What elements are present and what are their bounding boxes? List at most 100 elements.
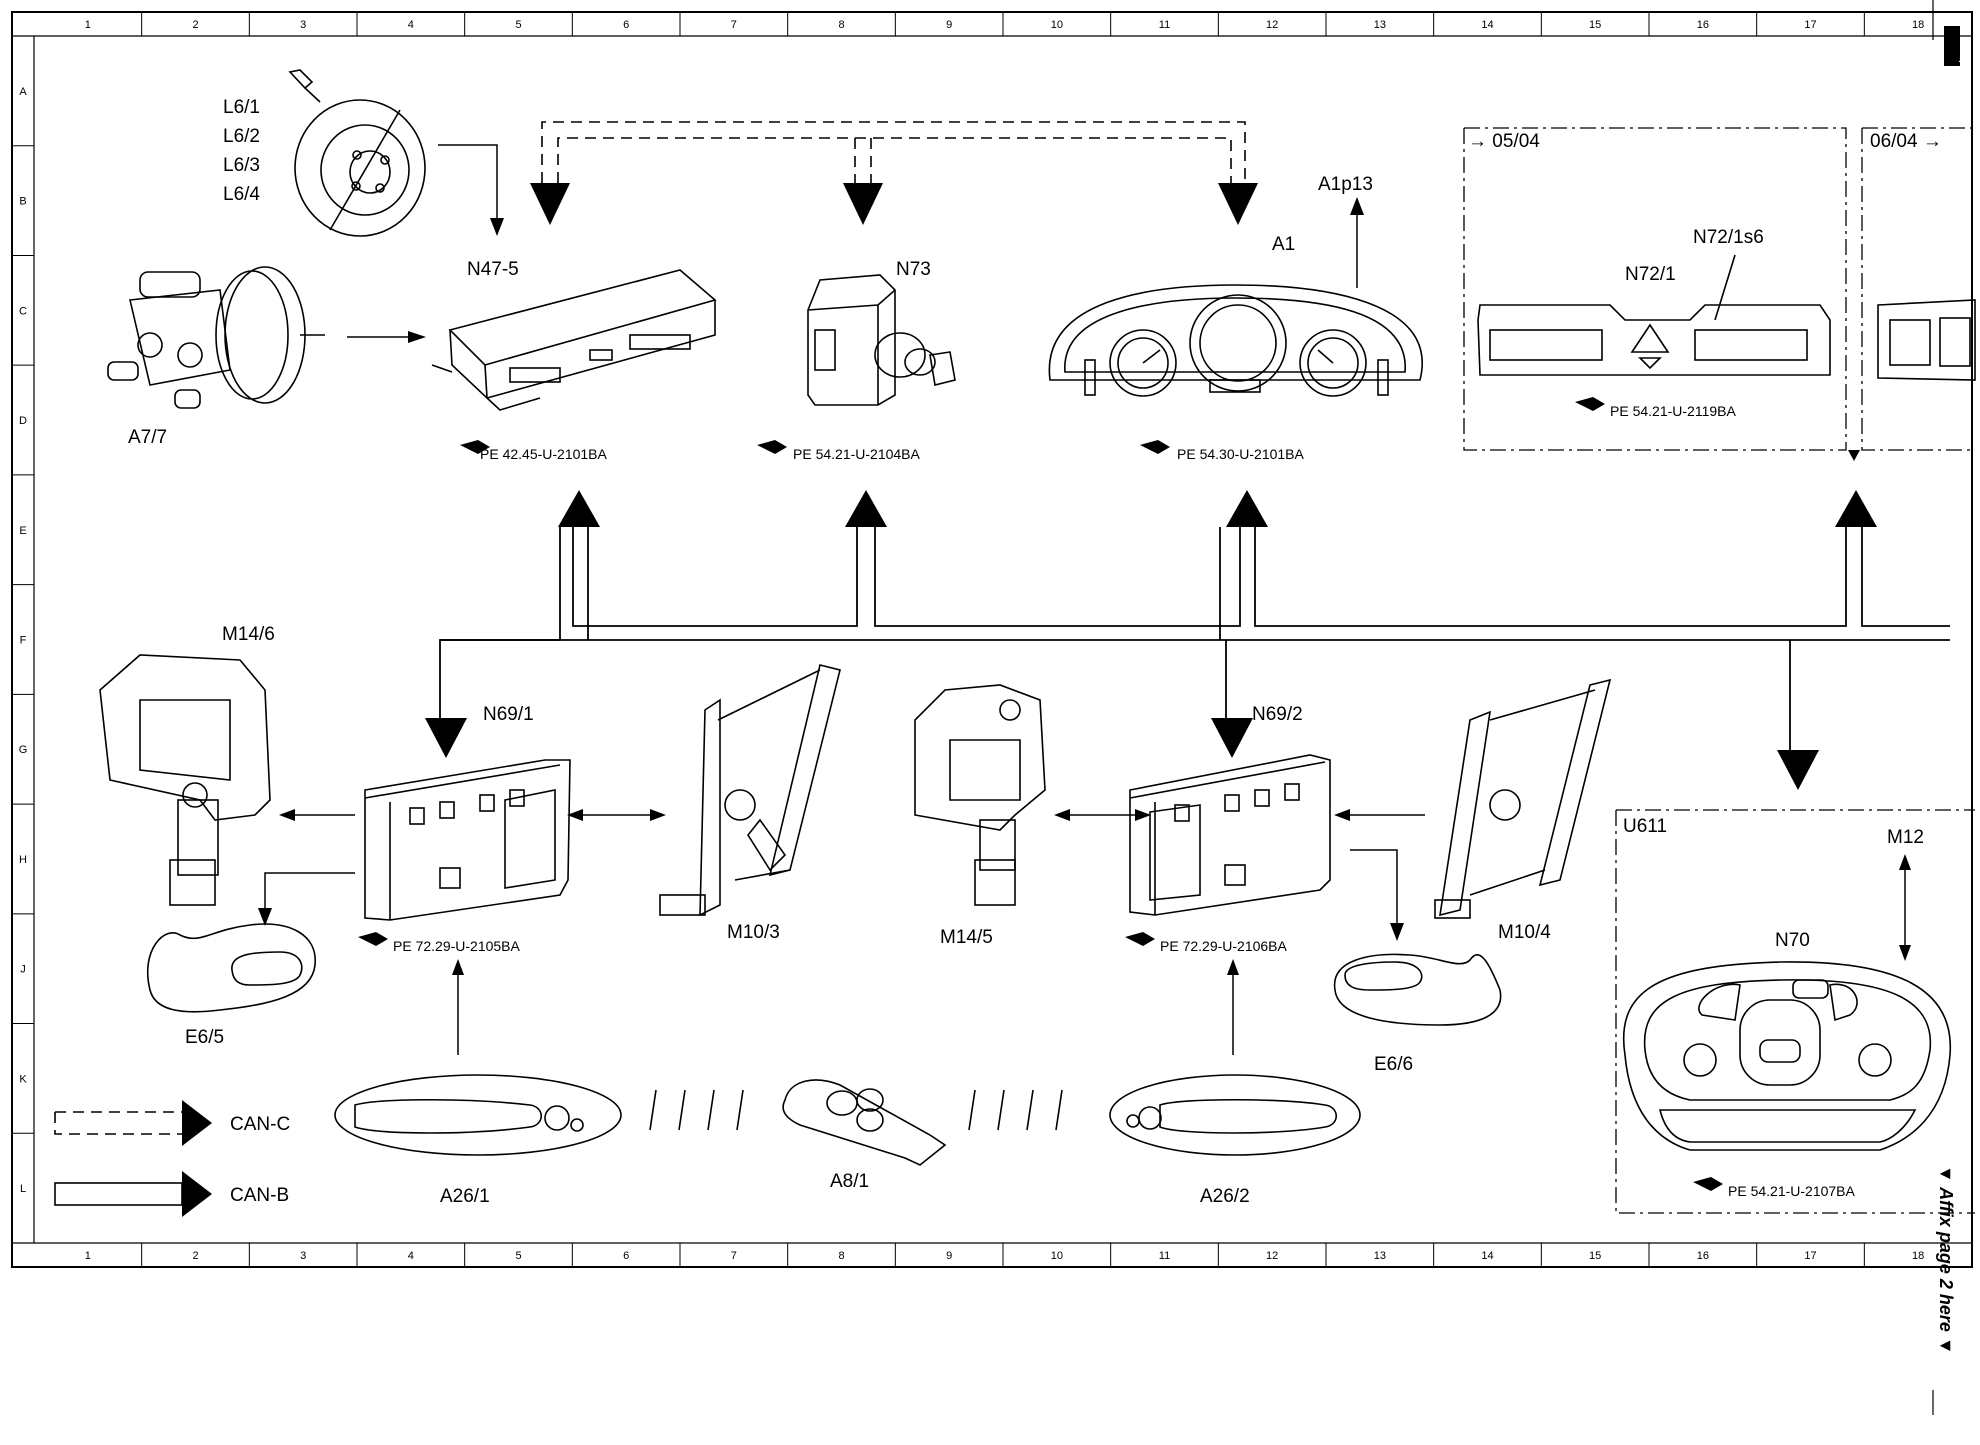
variant-boxes <box>1463 127 1975 1214</box>
reference-n47-5[interactable]: PE 42.45-U-2101BA <box>460 440 608 462</box>
can-c-bus <box>541 121 1246 183</box>
reference-pointer-icon <box>460 440 490 454</box>
label-a26-2: A26/2 <box>1200 1186 1250 1207</box>
reference-text: PE 54.30-U-2101BA <box>1177 446 1305 462</box>
grid-column-label: 2 <box>192 1250 198 1262</box>
signal-lines <box>264 144 1906 1055</box>
corner-mark-text: . <box>1958 53 1961 65</box>
label-l6-4: L6/4 <box>223 184 260 205</box>
label-n72-1: N72/1 <box>1625 264 1676 285</box>
grid-column-label: 8 <box>838 1250 844 1262</box>
grid-row-label: D <box>19 415 27 427</box>
reference-text: PE 72.29-U-2105BA <box>393 938 521 954</box>
grid-column-label: 13 <box>1374 1250 1386 1262</box>
label-m10-3: M10/3 <box>727 922 780 943</box>
reference-text: PE 54.21-U-2104BA <box>793 446 921 462</box>
can-b-bus <box>439 527 1950 750</box>
document-references: PE 42.45-U-2101BA PE 54.21-U-2104BA PE 5… <box>358 397 1856 1199</box>
grid-column-label: 15 <box>1589 1250 1601 1262</box>
reference-pointer-icon <box>757 440 787 454</box>
grid-row-label: J <box>20 964 26 976</box>
grid-row-label: B <box>19 196 26 208</box>
box-label-06-04: 06/04 → <box>1870 131 1942 152</box>
label-m14-5: M14/5 <box>940 927 993 948</box>
can-c-arrowheads <box>530 183 1258 225</box>
outside-mirror-left-drawing <box>147 923 316 1013</box>
label-m12: M12 <box>1887 827 1924 848</box>
grid-column-label: 6 <box>623 1250 629 1262</box>
can-b-arrowheads <box>425 490 1877 790</box>
door-control-unit-right-drawing <box>1129 754 1331 916</box>
reference-n70[interactable]: PE 54.21-U-2107BA <box>1693 1177 1856 1199</box>
legend-can-b-symbol <box>54 1171 212 1217</box>
reference-text: PE 54.21-U-2119BA <box>1610 403 1736 419</box>
door-handle-left-drawing <box>334 1074 622 1156</box>
grid-column-label: 10 <box>1051 19 1063 31</box>
reference-n69-1[interactable]: PE 72.29-U-2105BA <box>358 932 521 954</box>
wheel-speed-sensor-drawing <box>288 69 426 237</box>
grid-column-label: 7 <box>731 19 737 31</box>
label-n69-2: N69/2 <box>1252 704 1303 725</box>
corner-marker <box>1944 26 1960 66</box>
label-a8-1: A8/1 <box>830 1171 869 1192</box>
grid-column-label: 14 <box>1481 19 1493 31</box>
grid-row-label: F <box>20 635 27 647</box>
box-label-05-04: → 05/04 <box>1468 131 1540 152</box>
instrument-cluster-drawing <box>1048 284 1423 397</box>
transmitter-key-drawing <box>782 1079 947 1166</box>
grid-row-label: A <box>19 86 27 98</box>
grid-column-label: 5 <box>515 19 521 31</box>
label-u611: U611 <box>1623 816 1667 837</box>
grid-column-label: 2 <box>192 19 198 31</box>
reference-pointer-icon <box>1693 1177 1723 1191</box>
grid-column-label: 14 <box>1481 1250 1493 1262</box>
label-m14-6: M14/6 <box>222 624 275 645</box>
reference-n72-1[interactable]: PE 54.21-U-2119BA <box>1575 397 1736 419</box>
signal-arrowheads <box>258 197 1911 975</box>
grid-column-label: 3 <box>300 1250 306 1262</box>
reference-a1[interactable]: PE 54.30-U-2101BA <box>1140 440 1305 462</box>
grid-labels: 1122334455667788991010111112121313141415… <box>19 19 1925 1262</box>
grid-column-label: 9 <box>946 19 952 31</box>
ignition-switch-drawing <box>807 274 956 406</box>
label-n70: N70 <box>1775 930 1810 951</box>
signal-tick-marks <box>649 1089 1063 1131</box>
legend-can-b-label: CAN-B <box>230 1185 289 1206</box>
grid-column-label: 18 <box>1912 1250 1924 1262</box>
label-a1: A1 <box>1272 234 1295 255</box>
outside-mirror-right-drawing <box>1333 953 1502 1026</box>
reference-text: PE 42.45-U-2101BA <box>480 446 608 462</box>
reference-n73[interactable]: PE 54.21-U-2104BA <box>757 440 921 462</box>
grid-column-label: 5 <box>515 1250 521 1262</box>
sheet-frame <box>11 11 1973 1268</box>
grid-column-label: 11 <box>1159 1250 1170 1262</box>
locking-motor-left-drawing <box>99 654 271 906</box>
grid-row-label: H <box>19 854 27 866</box>
grid-row-label: G <box>19 744 28 756</box>
upper-control-panel-drawing <box>1477 254 1831 376</box>
label-l6-1: L6/1 <box>223 97 260 118</box>
reference-pointer-icon <box>1140 440 1170 454</box>
reference-text: PE 72.29-U-2106BA <box>1160 938 1288 954</box>
grid-column-label: 12 <box>1266 19 1278 31</box>
grid-column-label: 16 <box>1697 19 1709 31</box>
locking-motor-right-drawing <box>914 684 1046 906</box>
reference-pointer-icon <box>1575 397 1605 411</box>
brake-booster-drawing <box>107 266 325 409</box>
grid-column-label: 18 <box>1912 19 1924 31</box>
grid-column-label: 15 <box>1589 19 1601 31</box>
window-lifter-left-drawing <box>659 664 841 917</box>
grid-column-label: 10 <box>1051 1250 1063 1262</box>
affix-page-note: ▼ Affix page 2 here ▼ <box>1936 1165 1956 1355</box>
grid-row-label: L <box>20 1183 26 1195</box>
label-e6-6: E6/6 <box>1374 1054 1413 1075</box>
panel-variant-drawing <box>1877 299 1976 381</box>
reference-n69-2[interactable]: PE 72.29-U-2106BA <box>1125 932 1288 954</box>
label-e6-5: E6/5 <box>185 1027 224 1048</box>
grid-column-label: 1 <box>85 19 91 31</box>
grid-column-label: 1 <box>85 1250 91 1262</box>
label-a7-7: A7/7 <box>128 427 167 448</box>
grid-column-label: 16 <box>1697 1250 1709 1262</box>
